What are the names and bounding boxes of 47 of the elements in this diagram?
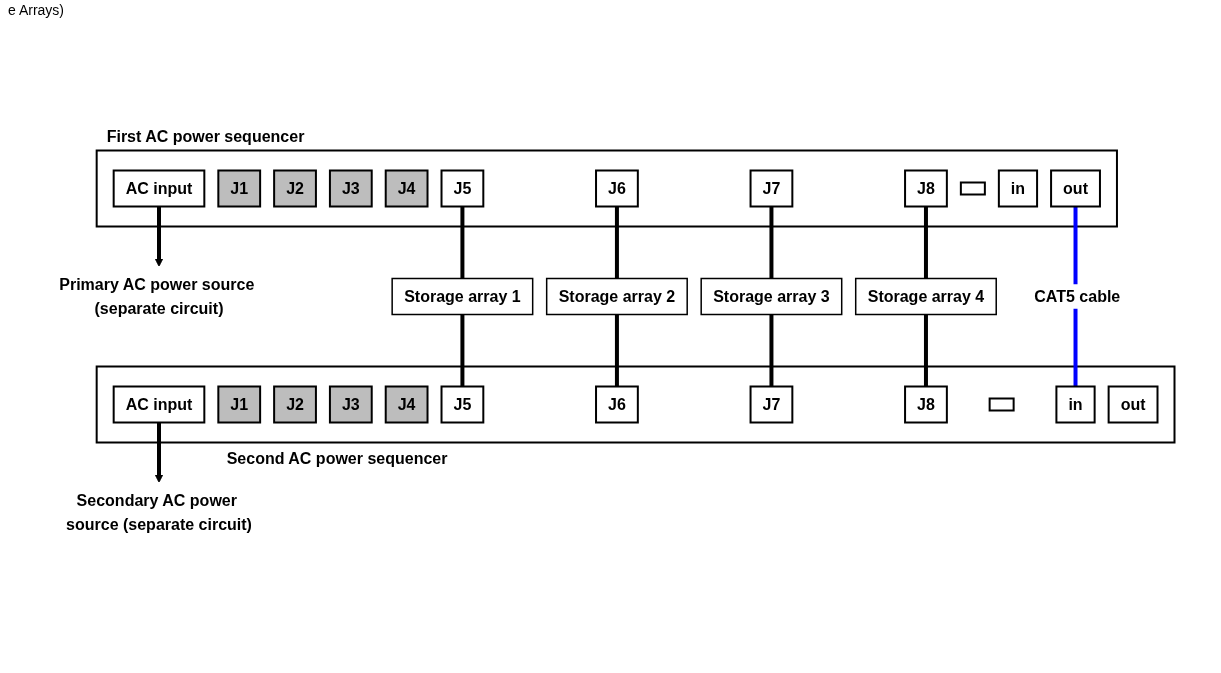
connector [923,314,928,387]
node-box: J8 [903,169,948,208]
connector [460,314,465,387]
node-box: AC input [112,385,206,424]
node-box: J1 [217,385,261,424]
node-label: First AC power sequencer [106,127,305,145]
node-box: Storage array 1 [391,277,534,316]
node-box [988,397,1015,412]
connector [769,314,774,387]
node-box: J6 [594,385,639,424]
node-box: J4 [384,385,429,424]
connector [614,206,619,279]
node-label: Second AC power sequencer [226,449,448,467]
node-box: J5 [440,385,485,424]
node-box: J8 [903,385,948,424]
node-box: J6 [594,169,639,208]
node-box: J3 [328,385,373,424]
cluster [95,149,1118,228]
node-box: Storage array 3 [700,277,843,316]
node-box: J7 [749,169,794,208]
connector [614,314,619,387]
node-text: Secondary AC power source (separate circuit) [65,491,252,533]
node-box: out [1049,169,1101,208]
connector [1073,206,1078,387]
node-text: Primary AC power source (separate circuit) [59,275,255,317]
arrow [154,422,164,483]
node-box: J5 [440,169,485,208]
node-box [959,181,986,196]
connector [923,206,928,279]
node-box: in [1055,385,1096,424]
node-box: J2 [272,169,317,208]
connector [460,206,465,279]
connector [769,206,774,279]
arrow [154,206,164,267]
node-box: AC input [112,169,206,208]
node-box: J2 [272,385,317,424]
note-text: e Arrays) [8,2,65,18]
node-box: out [1107,385,1159,424]
node-box: J4 [384,169,429,208]
edge-label: CAT5 cable [1034,287,1121,305]
node-box: J1 [217,169,261,208]
node-box: Storage array 2 [545,277,688,316]
cluster [95,365,1176,444]
node-box: J7 [749,385,794,424]
node-box: in [997,169,1038,208]
node-box: Storage array 4 [854,277,997,316]
node-box: J3 [328,169,373,208]
